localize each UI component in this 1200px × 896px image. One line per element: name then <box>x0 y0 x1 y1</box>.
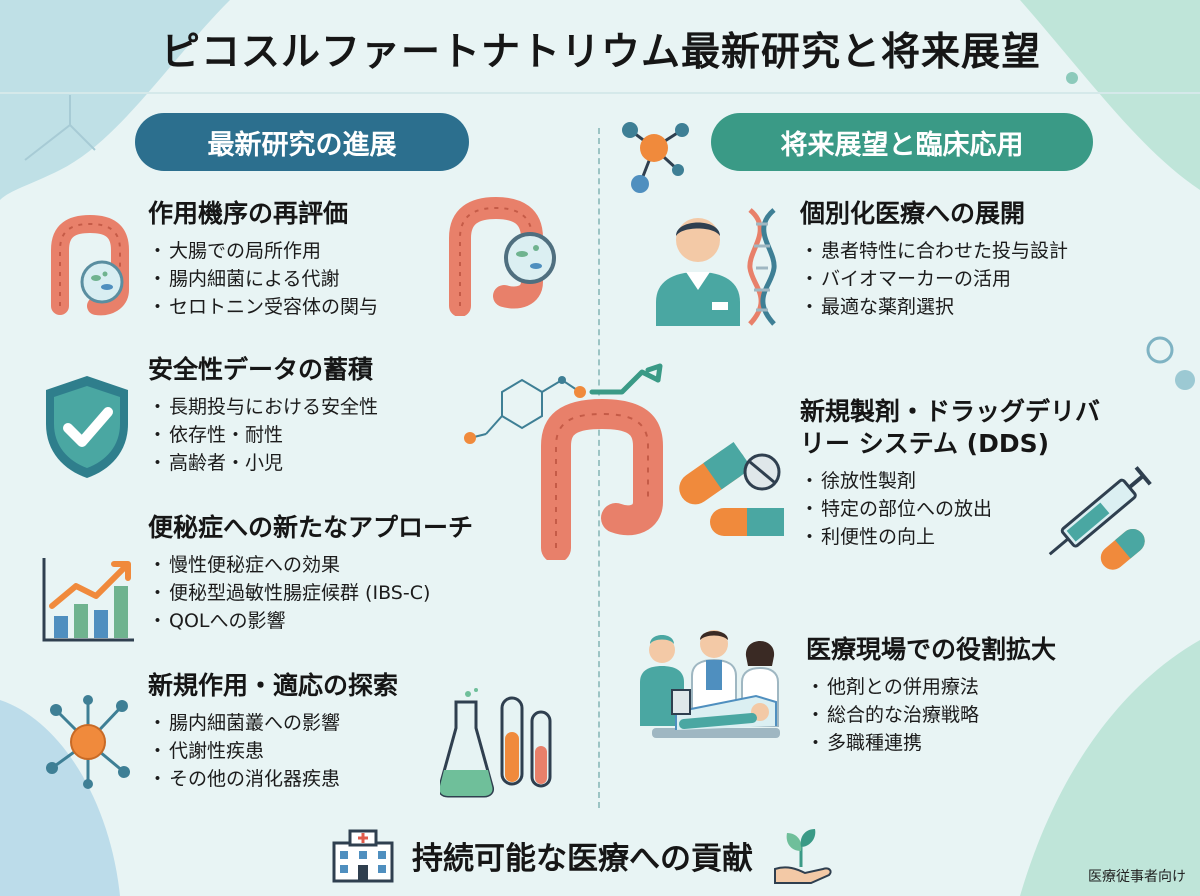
shield-check-icon <box>46 376 128 478</box>
list-item: 便秘型過敏性腸症候群 (IBS-C) <box>148 579 473 607</box>
section-constipation: 便秘症への新たなアプローチ 慢性便秘症への効果 便秘型過敏性腸症候群 (IBS-… <box>148 512 473 635</box>
list-item: 腸内細菌による代謝 <box>148 265 378 293</box>
section-new-indications: 新規作用・適応の探索 腸内細菌叢への影響 代謝性疾患 その他の消化器疾患 <box>148 670 398 793</box>
section-heading: 安全性データの蓄積 <box>148 355 374 384</box>
column-divider <box>598 128 600 808</box>
audience-label: 医療従事者向け <box>1088 869 1186 885</box>
capsule-pills-icon <box>679 441 784 536</box>
section-clinical-role: 医療現場での役割拡大 他剤との併用療法 総合的な治療戦略 多職種連携 <box>806 634 1056 757</box>
section-personalized-medicine: 個別化医療への展開 患者特性に合わせた投与設計 バイオマーカーの活用 最適な薬剤… <box>800 198 1068 321</box>
list-item: 患者特性に合わせた投与設計 <box>800 237 1068 265</box>
growth-chart-icon <box>42 558 134 642</box>
section-mechanism: 作用機序の再評価 大腸での局所作用 腸内細菌による代謝 セロトニン受容体の関与 <box>148 198 378 321</box>
list-item: 総合的な治療戦略 <box>806 701 1056 729</box>
section-heading: 作用機序の再評価 <box>148 199 349 228</box>
list-item: 特定の部位への放出 <box>800 495 1100 523</box>
list-item: その他の消化器疾患 <box>148 765 398 793</box>
section-heading: 個別化医療への展開 <box>800 199 1026 228</box>
list-item: 慢性便秘症への効果 <box>148 551 473 579</box>
medical-team-icon <box>640 630 780 738</box>
footer-message: 持続可能な医療への貢献 <box>412 840 753 877</box>
list-item: 徐放性製剤 <box>800 467 1100 495</box>
section-heading: 便秘症への新たなアプローチ <box>148 513 474 542</box>
footer: 持続可能な医療への貢献 <box>332 820 835 890</box>
hospital-icon <box>332 829 394 883</box>
list-item: 高齢者・小児 <box>148 449 378 477</box>
molecule-icon <box>622 122 689 193</box>
doctor-dna-icon <box>656 208 777 326</box>
list-item: セロトニン受容体の関与 <box>148 293 378 321</box>
list-item: 最適な薬剤選択 <box>800 293 1068 321</box>
molecule-colon-center-icon <box>464 363 663 560</box>
list-item: QOLへの影響 <box>148 607 473 635</box>
section-dds: 新規製剤・ドラッグデリバ リー システム (DDS) 徐放性製剤 特定の部位への… <box>800 396 1100 551</box>
right-column-header: 将来展望と臨床応用 <box>711 113 1093 171</box>
list-item: 依存性・耐性 <box>148 421 378 449</box>
section-heading: 新規作用・適応の探索 <box>148 671 399 700</box>
list-item: 他剤との併用療法 <box>806 673 1056 701</box>
list-item: 利便性の向上 <box>800 523 1100 551</box>
list-item: 大腸での局所作用 <box>148 237 378 265</box>
list-item: 多職種連携 <box>806 729 1056 757</box>
left-column-header: 最新研究の進展 <box>135 113 469 171</box>
section-safety: 安全性データの蓄積 長期投与における安全性 依存性・耐性 高齢者・小児 <box>148 354 378 477</box>
molecule-network-icon <box>46 695 130 789</box>
list-item: 腸内細菌叢への影響 <box>148 709 398 737</box>
list-item: 長期投与における安全性 <box>148 393 378 421</box>
section-heading-continued: リー システム (DDS) <box>800 429 1050 458</box>
plant-hand-icon <box>774 829 832 884</box>
flask-test-tube-icon <box>440 688 552 798</box>
colon-bacteria-icon <box>51 214 129 316</box>
list-item: バイオマーカーの活用 <box>800 265 1068 293</box>
colon-microscope-icon <box>449 196 556 316</box>
section-heading: 新規製剤・ドラッグデリバ <box>800 397 1101 426</box>
list-item: 代謝性疾患 <box>148 737 398 765</box>
page-title: ピコスルファートナトリウム最新研究と将来展望 <box>160 30 1041 75</box>
title-band: ピコスルファートナトリウム最新研究と将来展望 <box>96 8 1106 90</box>
section-heading: 医療現場での役割拡大 <box>806 635 1057 664</box>
